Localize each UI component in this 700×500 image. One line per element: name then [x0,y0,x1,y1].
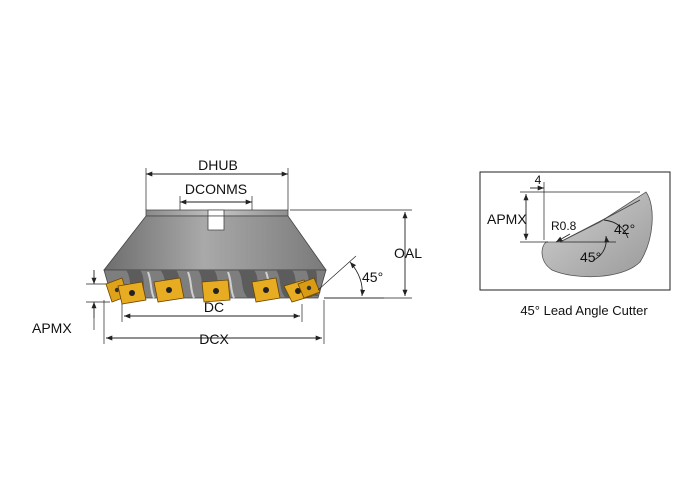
insert [117,281,147,305]
apmx-label: APMX [32,320,72,336]
dc-label: DC [204,299,224,315]
angle-label: 45° [362,269,383,285]
dconms-label: DCONMS [185,181,247,197]
detail-radius-label: R0.8 [551,219,577,233]
oal-label: OAL [394,245,422,261]
detail-body [541,191,653,278]
cutting-inserts [105,277,321,305]
detail-caption: 45° Lead Angle Cutter [520,303,648,318]
detail-lead-angle-label: 45° [580,249,601,265]
dhub-label: DHUB [198,157,238,173]
insert [251,277,281,303]
detail-labels: 4 APMX R0.8 42° 45° 45° Lead Angle Cutte… [487,173,648,318]
detail-depth-label: 4 [535,173,542,187]
detail-insert-angle-label: 42° [614,221,635,237]
insert [153,277,185,303]
dimension-lines [86,168,412,344]
detail-view [479,171,671,291]
detail-apmx-label: APMX [487,211,527,227]
insert [297,277,321,299]
dimension-labels: DHUB DCONMS OAL 45° DC APMX DCX [32,157,422,347]
dcx-label: DCX [199,331,229,347]
insert [201,279,231,303]
